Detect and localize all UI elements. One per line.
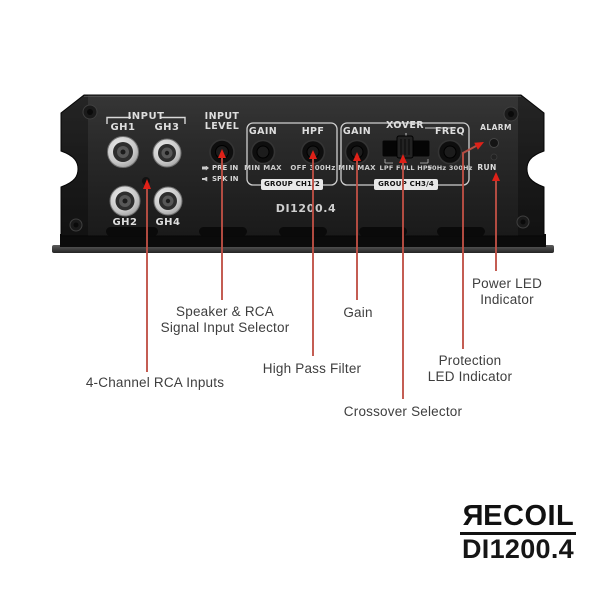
input-section-title: INPUT [127,111,165,122]
end-cap-shading [61,95,544,236]
spk-in-option: SPK IN [202,175,239,183]
arrow-power [492,172,500,181]
jack-label-gh4: GH4 [155,217,181,228]
callout-arrows [143,142,500,189]
alarm-led [489,138,499,148]
arrow-rca [143,179,151,189]
speaker-icon [202,176,208,182]
arrow-crossover [399,154,407,163]
spk-in-label: SPK IN [212,175,239,183]
jack-label-gh2: GH2 [112,217,138,228]
jack-label-gh1: GH1 [110,122,136,133]
freq-title: FREQ [435,126,465,137]
arrow-input-selector [218,149,226,158]
callout-crossover: Crossover Selector [343,404,463,419]
rca-jack-gh1 [107,136,139,168]
rca-jack-gh3 [152,138,182,168]
arrow-hpf [309,150,317,159]
callout-protection-led: Protection LED Indicator [427,353,513,384]
arrow-protection [474,142,484,150]
group34-tab-label: GROUP CH3/4 [378,180,434,188]
callout-rca-inputs: 4-Channel RCA Inputs [85,375,225,390]
brand-stylized-r: R [461,500,484,532]
hpf-knob [300,139,326,165]
run-label: RUN [477,163,497,172]
callout-gain: Gain [343,305,373,320]
xover-switch [381,127,456,164]
brand-name: RECOIL [459,500,577,535]
group12-tab [261,179,323,190]
arrow-gain [353,152,361,161]
group34-tab [374,179,438,190]
gain-ch34-title: GAIN [342,126,372,137]
pre-in-option: PRE IN [202,164,238,172]
callout-input-selector: Speaker & RCA Signal Input Selector [160,304,290,335]
callout-line-protection [462,145,477,349]
rca-jack-gh2 [109,185,141,217]
alarm-label: ALARM [480,123,512,132]
input-bracket [106,116,186,124]
group12-tab-label: GROUP CH1/2 [264,180,320,188]
freq-knob [437,139,463,165]
screw-icon [69,104,530,232]
hpf-title: HPF [301,126,325,137]
callout-hpf: High Pass Filter [262,361,362,376]
jack-label-gh3: GH3 [154,122,180,133]
xover-scale: LPF FULL HPF [379,164,433,172]
rca-jack-gh4 [153,186,183,216]
brand-logo: RECOIL DI1200.4 [450,500,586,564]
input-level-title-line1: INPUT [204,111,240,122]
gain-ch12-scale: MIN MAX [244,164,282,172]
panel-model-label: DI1200.4 [275,202,337,215]
run-led [490,153,498,161]
callout-power-led: Power LED Indicator [471,276,543,307]
freq-scale: 50Hz 300Hz [427,164,473,172]
rca-plug-icon [202,165,209,171]
input-level-title-line2: LEVEL [204,121,240,132]
chassis-under-strip [60,234,546,247]
pre-in-label: PRE IN [212,164,239,172]
gain-knob-ch12 [250,139,276,165]
gain-ch12-title: GAIN [248,126,278,137]
brand-model: DI1200.4 [462,534,574,564]
xover-title: XOVER [386,120,424,131]
